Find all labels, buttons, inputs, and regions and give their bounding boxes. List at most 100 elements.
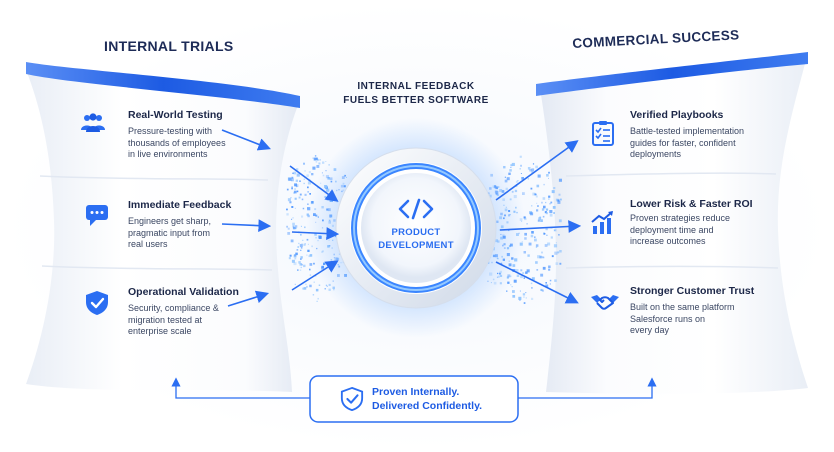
data-particle [559, 250, 562, 253]
data-particle [297, 246, 299, 248]
data-particle [308, 255, 311, 258]
data-particle [288, 177, 292, 181]
data-particle [534, 193, 537, 196]
data-particle [299, 269, 302, 271]
data-particle [307, 191, 309, 193]
arrow-operational-validation [227, 290, 270, 307]
data-particle [553, 187, 556, 190]
data-particle [525, 271, 528, 274]
data-particle [303, 178, 305, 180]
data-particle [309, 268, 311, 270]
item-desc-customer-trust: Built on the same platform Salesforce ru… [630, 302, 735, 337]
data-particle [541, 251, 543, 254]
data-particle [291, 186, 293, 188]
center-caption-line-2: FUELS BETTER SOFTWARE [343, 95, 489, 106]
data-particle [551, 255, 554, 258]
item-desc-lower-risk: Proven strategies reduce deployment time… [630, 213, 730, 248]
data-particle [309, 284, 312, 288]
data-particle [294, 257, 297, 260]
data-particle [298, 196, 301, 199]
data-particle [548, 268, 551, 271]
data-particle [519, 290, 521, 292]
data-particle [526, 269, 530, 273]
data-particle [300, 247, 303, 249]
data-particle [303, 243, 306, 246]
data-particle [291, 259, 295, 263]
data-particle [545, 282, 547, 284]
data-particle [510, 166, 512, 168]
data-particle [546, 174, 549, 177]
desc-line: deployments [630, 149, 682, 159]
data-particle [518, 296, 522, 300]
data-particle [303, 287, 307, 290]
data-particle [312, 294, 315, 296]
data-particle [532, 192, 536, 196]
data-particle [540, 219, 543, 222]
data-particle [558, 193, 561, 196]
data-particle [522, 293, 526, 296]
data-particle [289, 201, 292, 204]
data-particle [286, 213, 289, 216]
desc-line: Built on the same platform [630, 302, 735, 312]
data-particle [309, 274, 312, 276]
data-particle [309, 269, 311, 271]
data-particle [557, 199, 560, 202]
data-particle [553, 228, 557, 232]
item-desc-immediate-feedback: Engineers get sharp, pragmatic input fro… [128, 216, 211, 251]
data-particle [294, 197, 297, 200]
data-particle [517, 180, 519, 182]
data-particle [551, 227, 553, 229]
data-particle [292, 172, 294, 174]
desc-line: Proven strategies reduce [630, 213, 731, 223]
data-particle [312, 166, 316, 170]
data-particle [293, 262, 297, 266]
data-particle [301, 198, 304, 201]
data-particle [542, 266, 546, 270]
data-particle [549, 210, 553, 214]
data-particle [291, 176, 294, 179]
data-particle [555, 242, 557, 244]
arrow-immediate-feedback [221, 219, 272, 232]
data-particle [293, 171, 297, 175]
data-particle [554, 251, 558, 255]
bottom-banner-box [309, 375, 519, 423]
data-particle [294, 188, 296, 190]
data-particle [308, 171, 311, 174]
product-development-ring [335, 147, 497, 309]
data-particle [519, 299, 521, 301]
data-particle [301, 243, 303, 245]
data-particle [305, 283, 307, 285]
desc-line: guides for faster, confident [630, 137, 736, 148]
data-particle [531, 171, 534, 174]
data-particle [291, 179, 293, 181]
data-particle [541, 208, 545, 211]
data-particle [510, 164, 513, 167]
data-particle [553, 244, 558, 248]
data-particle [294, 227, 297, 230]
desc-line: Battle-tested implementation [630, 126, 745, 136]
data-particle [521, 177, 524, 180]
data-particle [538, 217, 542, 221]
data-particle [513, 279, 517, 283]
data-particle [559, 262, 562, 265]
data-particle [525, 292, 527, 294]
data-particle [295, 252, 298, 256]
data-particle [530, 187, 533, 190]
data-particle [306, 254, 308, 256]
data-particle [542, 197, 546, 200]
data-particle [307, 186, 309, 189]
desc-line: every day [630, 325, 670, 335]
data-particle [293, 190, 297, 194]
data-particle [540, 288, 543, 291]
desc-line: Security, compliance & [128, 303, 219, 313]
data-particle [299, 263, 302, 266]
arrow-real-world-testing [221, 129, 271, 151]
data-particle [300, 233, 302, 236]
data-particle [286, 225, 288, 228]
data-particle [527, 167, 531, 170]
desc-line: thousands of employees [128, 137, 226, 148]
data-particle [509, 169, 512, 172]
data-particle [553, 212, 555, 214]
data-particle [304, 170, 306, 172]
data-particle [294, 183, 297, 187]
